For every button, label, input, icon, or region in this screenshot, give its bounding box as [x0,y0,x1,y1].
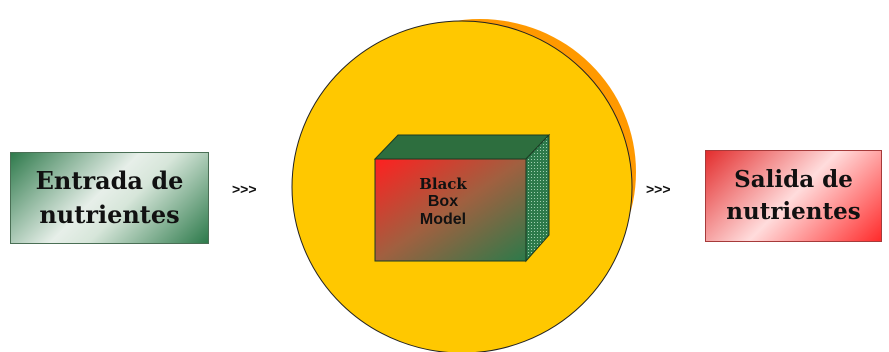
input-arrow: >>> [232,181,257,197]
black-box-label-line3: Model [388,211,498,229]
output-nutrients-box: Salida de nutrientes [705,150,882,242]
black-box-label-line1: Black [388,175,498,193]
input-nutrients-box: Entrada de nutrientes [10,152,209,244]
output-arrow: >>> [646,181,671,197]
input-label-line1: Entrada de [36,164,184,198]
box-top-face [375,135,549,159]
black-box-label-line2: Box [388,193,498,211]
output-label-line2: nutrientes [726,196,861,228]
output-label-line1: Salida de [734,164,853,196]
black-box-label: Black Box Model [388,175,498,229]
input-label-line2: nutrientes [39,198,179,232]
